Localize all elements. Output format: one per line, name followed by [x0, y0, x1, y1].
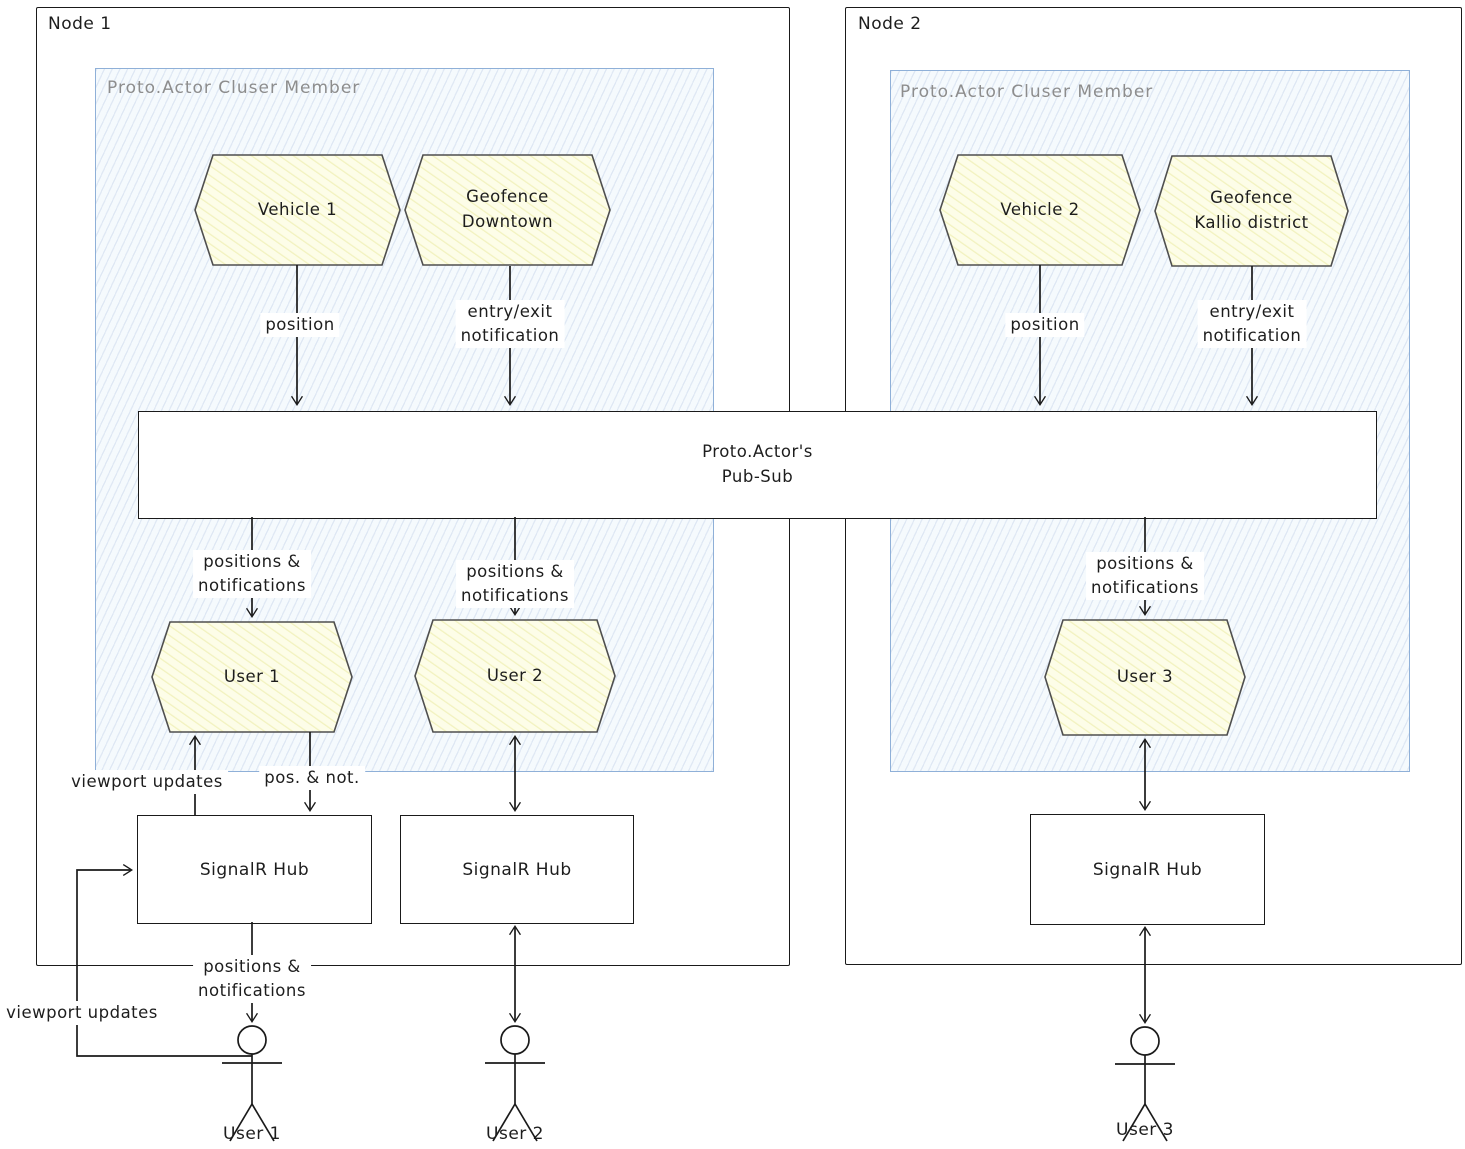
hexagon-user2 — [414, 619, 616, 733]
stick-figure-user2 — [485, 1025, 545, 1142]
label-entry-exit-node2: entry/exit notification — [1197, 300, 1307, 348]
hexagon-user1 — [151, 621, 353, 733]
hexagon-geofence-kallio — [1154, 155, 1349, 267]
actor-user2-label: User 2 — [486, 1124, 544, 1144]
node1-signalr-hub-b: SignalR Hub — [400, 815, 634, 924]
stick-figure-user1 — [222, 1025, 282, 1142]
node1-cluster-label: Proto.Actor Cluser Member — [107, 78, 361, 98]
label-pos-and-not: pos. & not. — [259, 766, 365, 790]
node2-cluster-label: Proto.Actor Cluser Member — [900, 82, 1154, 102]
stick-figures — [222, 1025, 1175, 1142]
actor-user3-label: User 3 — [1116, 1120, 1174, 1140]
label-viewport-updates-inner: viewport updates — [66, 770, 228, 794]
node2-title: Node 2 — [858, 14, 922, 34]
label-position-node2: position — [1005, 313, 1085, 337]
hexagon-shapes — [151, 154, 1349, 736]
label-positions-notifications-user1: positions & notifications — [193, 550, 311, 598]
stick-figure-user3 — [1115, 1026, 1175, 1142]
hexagon-geofence-downtown — [404, 154, 611, 266]
label-viewport-updates-outer: viewport updates — [1, 1001, 163, 1025]
node2-signalr-hub: SignalR Hub — [1030, 814, 1265, 925]
label-entry-exit-node1: entry/exit notification — [455, 300, 565, 348]
label-positions-notifications-user3: positions & notifications — [1086, 552, 1204, 600]
hexagon-vehicle1 — [194, 154, 401, 266]
actor-user1-label: User 1 — [223, 1124, 281, 1144]
node1-signalr-hub-a: SignalR Hub — [137, 815, 372, 924]
label-hub-positions-notifications: positions & notifications — [193, 955, 311, 1003]
node1-title: Node 1 — [48, 14, 112, 34]
pubsub-bar: Proto.Actor's Pub-Sub — [138, 411, 1377, 519]
label-position-node1: position — [260, 313, 340, 337]
hexagon-vehicle2 — [939, 154, 1141, 266]
arrow-viewport-updates-path — [76, 863, 252, 1057]
hexagon-user3 — [1044, 619, 1246, 736]
label-positions-notifications-user2: positions & notifications — [456, 560, 574, 608]
